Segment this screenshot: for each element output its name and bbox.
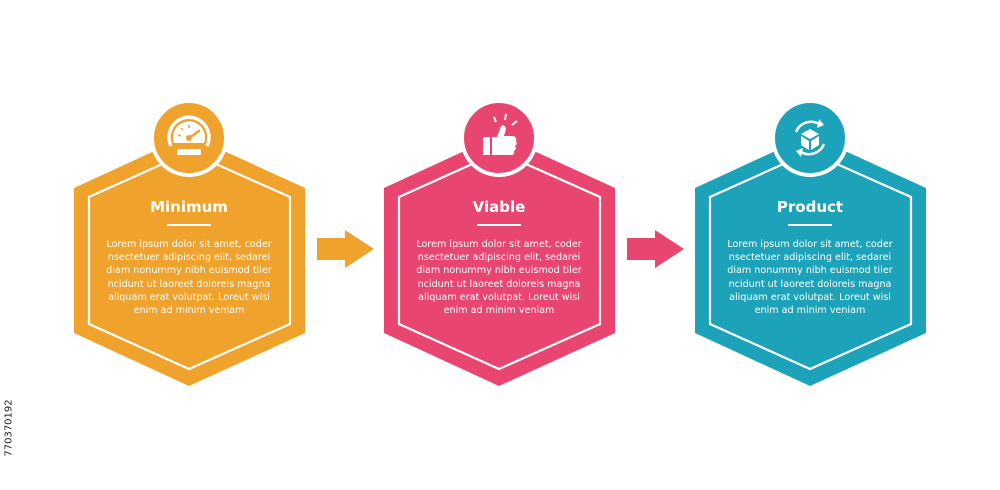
thumbs-up-icon: [483, 113, 518, 155]
step-2-body: Lorem ipsum dolor sit amet, coder nsecte…: [416, 239, 582, 317]
step-3-body: Lorem ipsum dolor sit amet, coder nsecte…: [727, 239, 893, 317]
side-code-text: 770370192: [3, 399, 15, 457]
step-1-hexagon-outline: [87, 150, 292, 371]
step-1-hexagon: [74, 135, 305, 386]
step-3-shape: [695, 99, 926, 386]
step-1-shape: [74, 99, 305, 386]
step-2-shape: [384, 99, 615, 386]
side-code: 770370192: [2, 378, 16, 478]
flow-arrow-1: [317, 230, 374, 268]
step-2-title-underline: [477, 224, 521, 226]
flow-arrow-2: [627, 230, 684, 268]
step-2-hexagon-outline: [397, 150, 602, 371]
step-3-title-underline: [788, 224, 832, 226]
box-cycle-icon: [794, 119, 826, 157]
speedometer-icon: [167, 115, 211, 155]
step-1-title-underline: [167, 224, 211, 226]
step-3-hexagon: [695, 135, 926, 386]
step-2-hexagon: [384, 135, 615, 386]
step-3-hexagon-outline: [708, 150, 913, 371]
step-1-body: Lorem ipsum dolor sit amet, coder nsecte…: [106, 239, 272, 317]
step-3-title: Product: [776, 198, 844, 216]
step-1-title: Minimum: [150, 198, 228, 216]
step-2-title: Viable: [472, 198, 526, 216]
